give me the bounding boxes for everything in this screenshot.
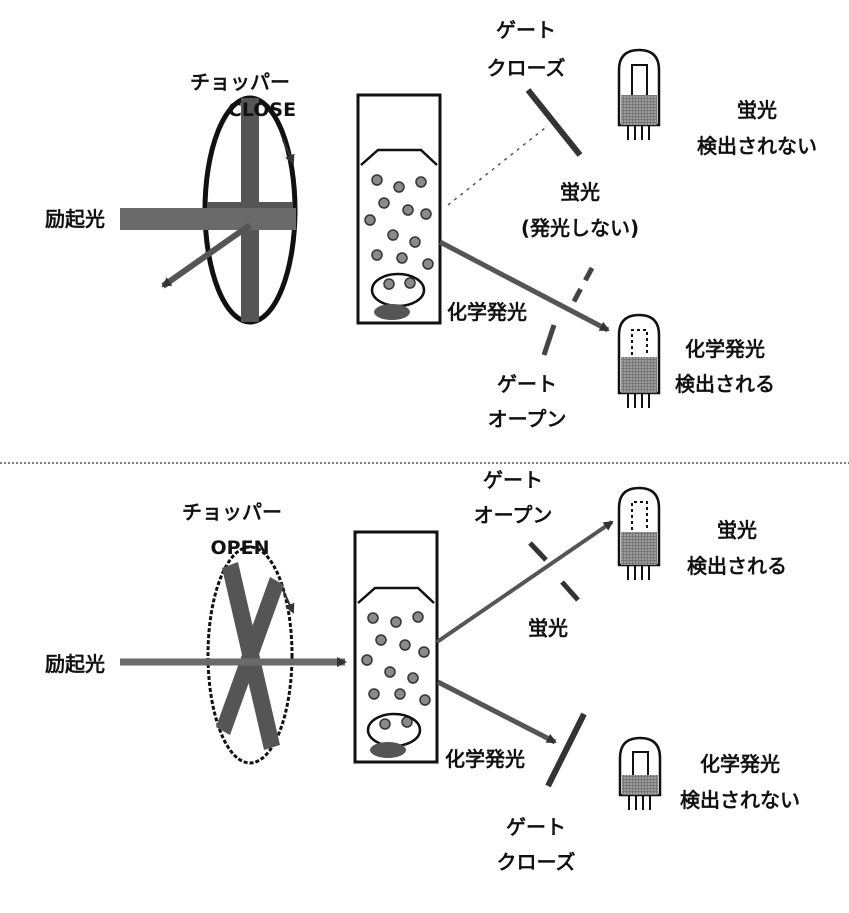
top-chopper-label: チョッパー [190,70,290,94]
top-fluorescence-sub: (発光しない) [520,216,640,240]
gate-open-top [569,266,595,307]
detector-lower-top [617,313,661,408]
excitation-beam-top [120,139,296,289]
bottom-detector-upper-line1: 蛍光 [717,518,757,542]
bottom-chopper-state: OPEN [210,537,270,559]
gate-open-top-part [541,324,557,356]
bottom-chemi-label: 化学発光 [445,747,525,771]
bottom-gate-lower-line1: ゲート [506,815,566,839]
bottom-detector-upper-line2: 検出される [687,554,787,578]
fluorescence-beam-top [447,127,546,206]
top-detector-lower-line2: 検出される [675,372,775,396]
top-gate-upper-line2: クローズ [486,56,566,80]
top-gate-lower-line2: オープン [487,407,567,431]
top-detector-upper-line1: 蛍光 [737,98,777,122]
bottom-gate-upper-line2: オープン [473,503,553,527]
chemi-beam-bottom [436,679,557,745]
bottom-chopper-label: チョッパー [182,500,282,524]
detector-lower-bottom [618,736,662,810]
detector-upper-bottom [617,486,661,580]
bottom-gate-lower-line2: クローズ [496,850,576,874]
top-gate-upper-line1: ゲート [496,18,556,42]
chopper-open [206,545,294,765]
chemi-beam-top [438,239,610,333]
bottom-detector-lower-line2: 検出されない [680,788,800,812]
top-detector-lower-line1: 化学発光 [685,337,765,361]
bottom-fluorescence-label: 蛍光 [528,616,568,640]
gate-open-bottom [528,541,548,562]
top-excitation-label: 励起光 [45,207,105,231]
top-chopper-state: CLOSE [227,99,297,121]
top-panel [120,48,661,408]
top-chemi-label: 化学発光 [447,300,527,324]
fluorescence-beam-bottom [435,520,614,644]
top-gate-lower-line1: ゲート [497,372,557,396]
bottom-panel [120,486,662,810]
gate-closed-bottom [545,712,587,788]
cuvette-bottom [353,530,439,764]
bottom-gate-upper-line1: ゲート [483,468,543,492]
excitation-beam-bottom [120,589,347,667]
bottom-detector-lower-line1: 化学発光 [700,752,780,776]
bottom-excitation-label: 励起光 [45,652,105,676]
gate-closed-top [525,88,583,157]
top-detector-upper-line2: 検出されない [697,134,817,158]
gate-open-bottom-part [560,580,580,602]
top-fluorescence-label: 蛍光 [560,180,600,204]
cuvette-top [356,93,442,325]
detector-upper-top [617,48,661,140]
